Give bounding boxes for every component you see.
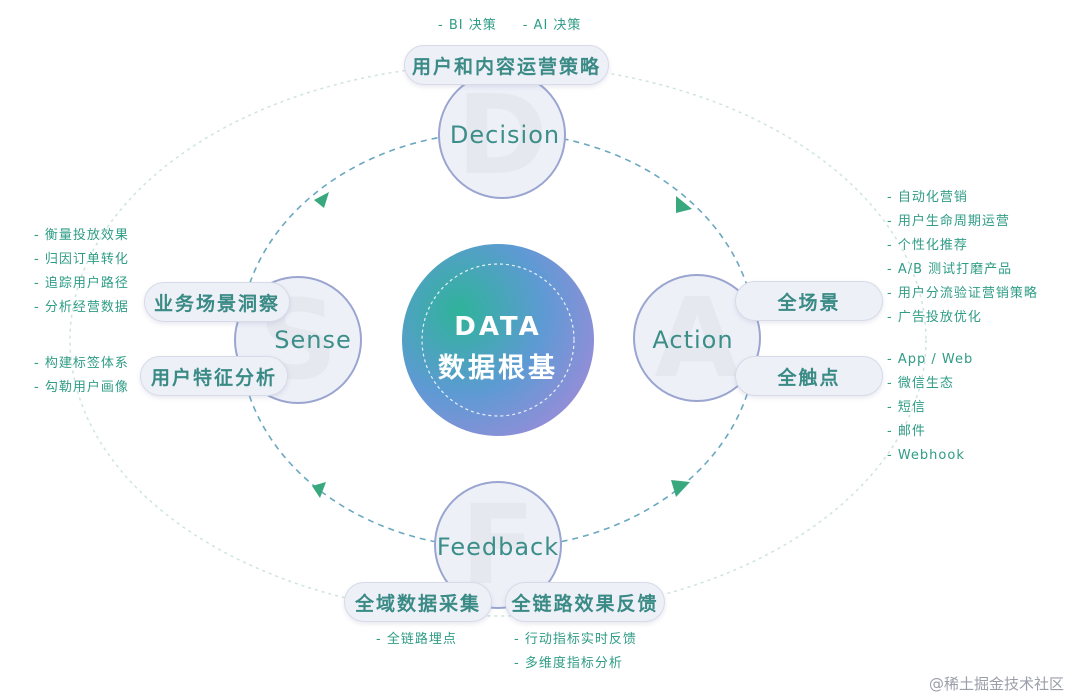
feedback-label: Feedback <box>436 533 560 561</box>
note-item: 用户分流验证营销策略 <box>887 282 1038 306</box>
notes-decision: BI 决策 AI 决策 <box>438 14 581 38</box>
note-item: 用户生命周期运营 <box>887 210 1038 234</box>
note-item: 衡量投放效果 <box>34 224 129 248</box>
note-item: BI 决策 <box>438 14 497 38</box>
pill-data-collection: 全域数据采集 <box>344 582 492 622</box>
pill-user-feature: 用户特征分析 <box>140 356 288 396</box>
note-item: 构建标签体系 <box>34 352 129 376</box>
feedback-node <box>434 481 562 609</box>
pill-feedback-chain: 全链路效果反馈 <box>505 582 665 622</box>
note-item: 全链路埋点 <box>376 628 457 652</box>
arrow-feedback-to-sense <box>312 482 326 498</box>
watermark: @稀土掘金技术社区 <box>928 675 1064 693</box>
sense-label: Sense <box>274 326 352 354</box>
center-title-data: DATA <box>454 312 542 342</box>
arrow-action-to-feedback <box>671 480 690 497</box>
action-node <box>633 274 761 402</box>
note-item: Webhook <box>887 444 973 468</box>
center-inner-ring <box>421 263 575 417</box>
notes-sense-user: 构建标签体系 勾勒用户画像 <box>34 352 129 400</box>
action-label: Action <box>652 326 734 354</box>
note-item: 个性化推荐 <box>887 234 1038 258</box>
note-item: App / Web <box>887 348 973 372</box>
note-item: 行动指标实时反馈 <box>514 628 637 652</box>
note-item: A/B 测试打磨产品 <box>887 258 1038 282</box>
pill-scene-insight: 业务场景洞察 <box>144 282 290 322</box>
arrow-sense-to-decision <box>314 192 329 208</box>
outer-dotted-ring <box>69 63 927 617</box>
note-item: 分析经营数据 <box>34 296 129 320</box>
note-item: 邮件 <box>887 420 973 444</box>
notes-action-scene: 自动化营销 用户生命周期运营 个性化推荐 A/B 测试打磨产品 用户分流验证营销… <box>887 186 1038 330</box>
center-core <box>402 244 594 436</box>
notes-action-touch: App / Web 微信生态 短信 邮件 Webhook <box>887 348 973 468</box>
pill-full-scene: 全场景 <box>735 281 883 321</box>
arrow-decision-to-action <box>676 196 692 213</box>
note-item: 自动化营销 <box>887 186 1038 210</box>
note-item: 勾勒用户画像 <box>34 376 129 400</box>
notes-feedback-chain: 行动指标实时反馈 多维度指标分析 <box>514 628 637 676</box>
note-item: 多维度指标分析 <box>514 652 637 676</box>
decision-letter: D <box>456 71 548 199</box>
pill-full-touch: 全触点 <box>735 356 883 396</box>
notes-feedback-collect: 全链路埋点 <box>376 628 457 652</box>
pill-decision-strategy: 用户和内容运营策略 <box>404 45 609 85</box>
note-item: AI 决策 <box>523 14 582 38</box>
note-item: 归因订单转化 <box>34 248 129 272</box>
action-letter: A <box>654 274 740 402</box>
note-item: 追踪用户路径 <box>34 272 129 296</box>
center-title-foundation: 数据根基 <box>438 353 558 384</box>
decision-label: Decision <box>449 121 561 149</box>
notes-sense-scene: 衡量投放效果 归因订单转化 追踪用户路径 分析经营数据 <box>34 224 129 320</box>
feedback-letter: F <box>460 481 536 609</box>
note-item: 短信 <box>887 396 973 420</box>
note-item: 微信生态 <box>887 372 973 396</box>
note-item: 广告投放优化 <box>887 306 1038 330</box>
